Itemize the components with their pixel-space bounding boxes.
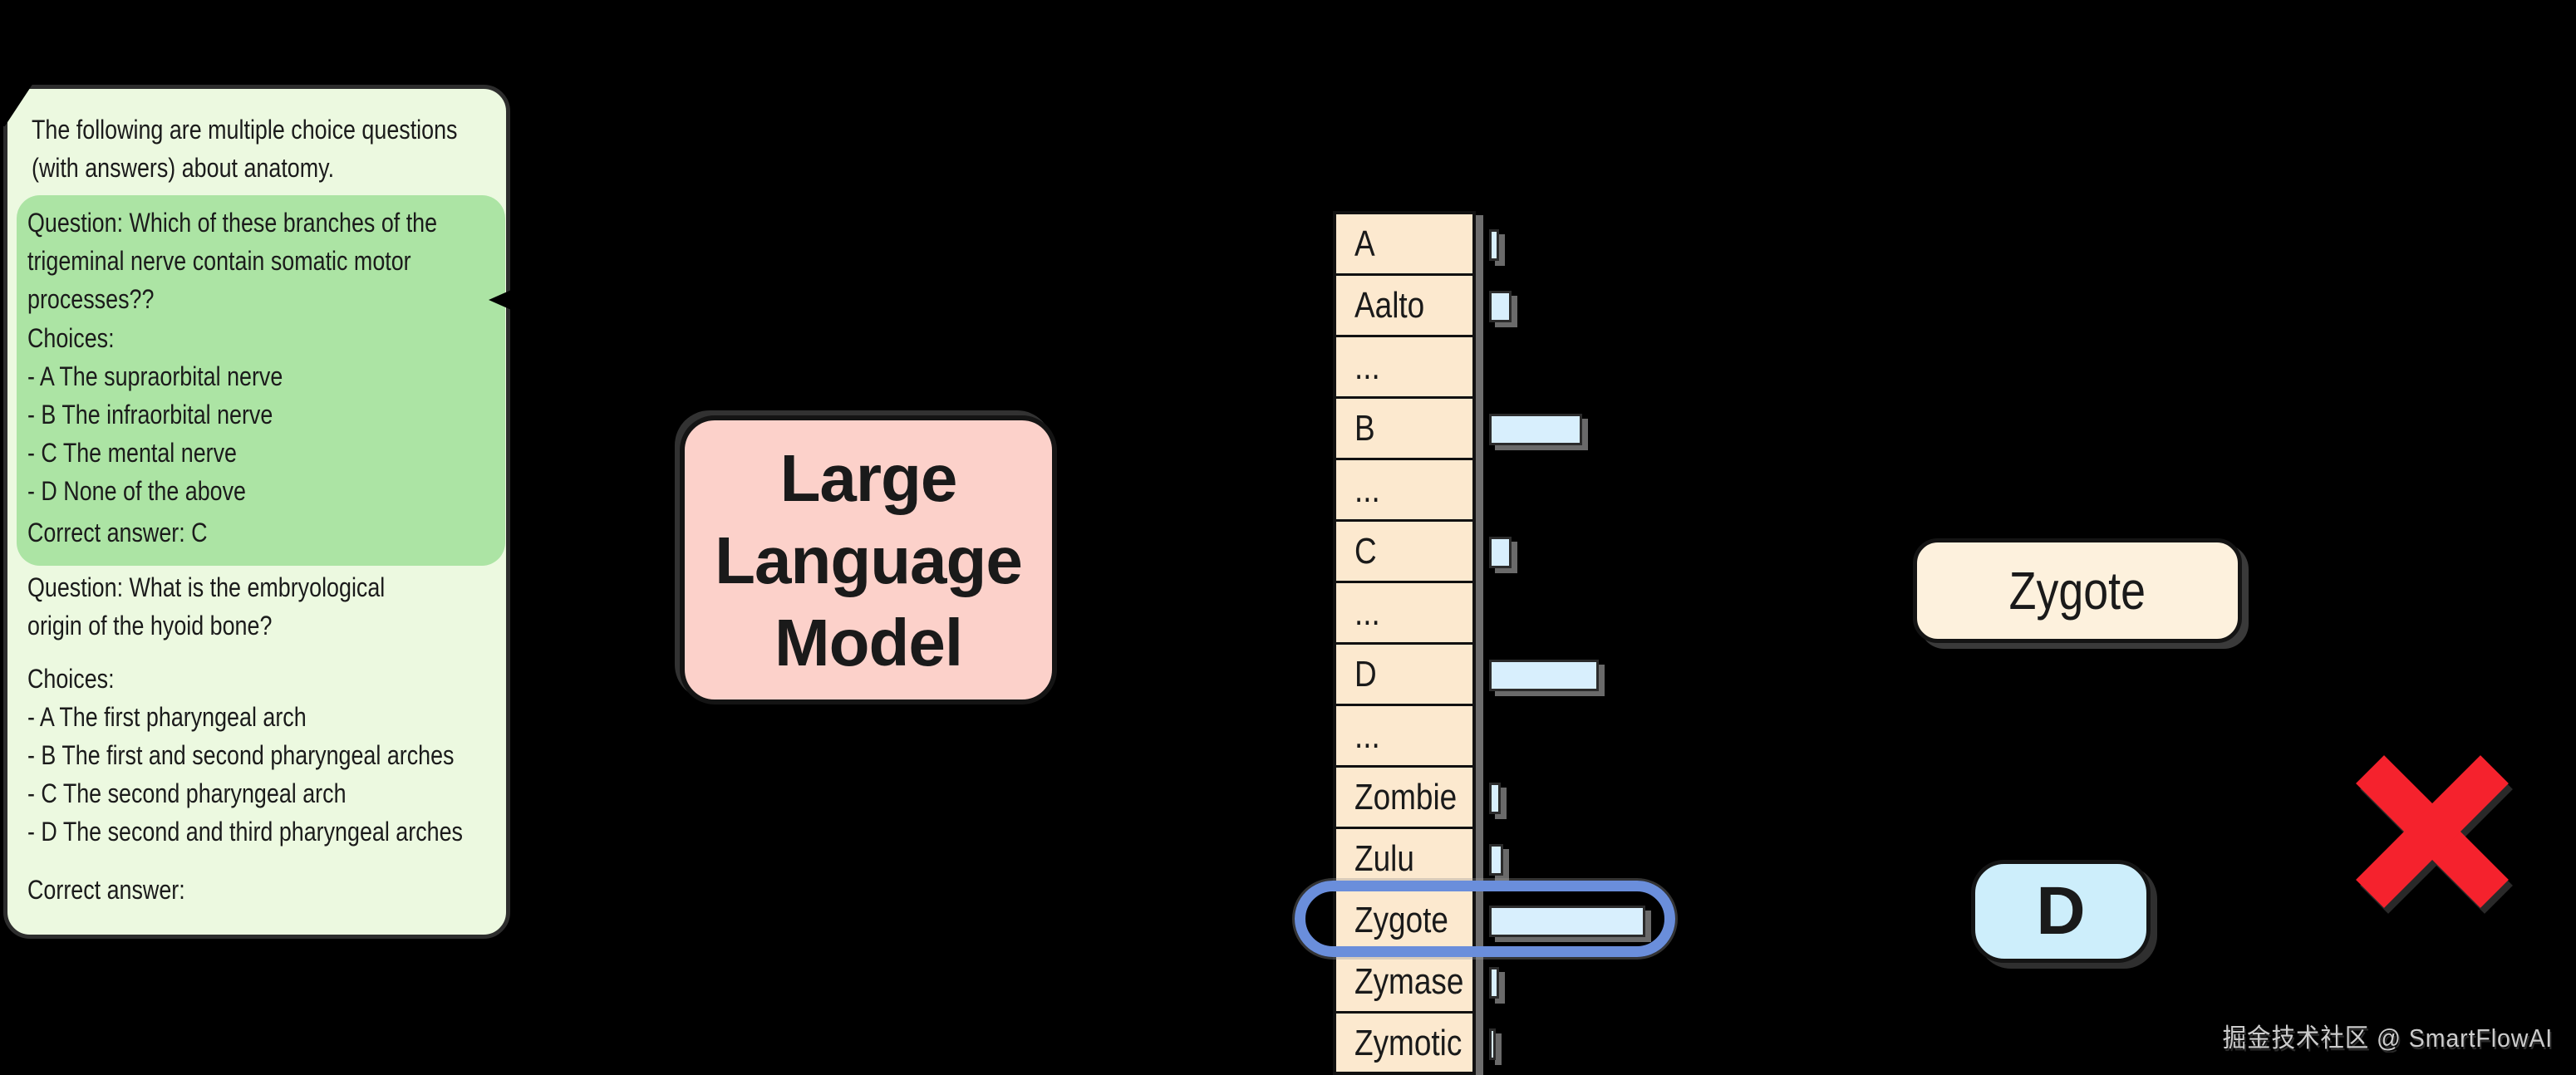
- argmax-row-highlight-ring: [1295, 881, 1675, 957]
- expected-answer-label: D: [2036, 873, 2086, 949]
- probability-bar: [1489, 414, 1582, 445]
- probability-bar: [1489, 783, 1501, 814]
- token-row: ...: [1336, 460, 1472, 522]
- token-label: A: [1354, 223, 1375, 264]
- llm-label-line: Language: [715, 523, 1023, 597]
- token-label: B: [1354, 408, 1375, 449]
- greedy-output-box: Zygote: [1913, 538, 2242, 643]
- choice-item: - A The first pharyngeal arch: [27, 702, 307, 732]
- choice-item: - D None of the above: [27, 476, 246, 506]
- token-row: ...: [1336, 583, 1472, 645]
- probability-bar: [1489, 537, 1512, 568]
- answer-line: Correct answer:: [27, 875, 185, 905]
- intro-line: (with answers) about anatomy.: [32, 153, 335, 183]
- example-choices: Choices: - A The supraorbital nerve - B …: [27, 319, 332, 510]
- prompt-intro: The following are multiple choice questi…: [32, 110, 538, 187]
- choices-label: Choices:: [27, 664, 115, 694]
- choices-label: Choices:: [27, 323, 115, 353]
- token-label: D: [1354, 654, 1377, 695]
- token-label: ...: [1354, 592, 1380, 633]
- token-row: D: [1336, 645, 1472, 706]
- probability-bar: [1489, 844, 1503, 876]
- choice-item: - A The supraorbital nerve: [27, 361, 283, 391]
- intro-line: The following are multiple choice questi…: [32, 115, 458, 145]
- target-answer: Correct answer:: [27, 871, 215, 909]
- token-label: Zymase: [1354, 961, 1464, 1002]
- question-line: Question: What is the embryological: [27, 572, 386, 602]
- token-row: A: [1336, 214, 1472, 276]
- token-label: ...: [1354, 469, 1380, 510]
- token-row: Zombie: [1336, 768, 1472, 829]
- token-label: Aalto: [1354, 285, 1425, 326]
- question-line: origin of the hyoid bone?: [27, 611, 273, 641]
- probability-bar: [1489, 906, 1645, 937]
- wrong-x-icon: [2356, 755, 2509, 908]
- token-row: C: [1336, 522, 1472, 583]
- probability-bar: [1489, 967, 1499, 999]
- choice-item: - C The second pharyngeal arch: [27, 778, 347, 808]
- example-question-text: Question: Which of these branches of the…: [27, 204, 515, 318]
- choice-item: - D The second and third pharyngeal arch…: [27, 817, 463, 847]
- token-label: ...: [1354, 715, 1380, 756]
- token-row: Aalto: [1336, 276, 1472, 337]
- token-label: C: [1354, 531, 1377, 572]
- token-label: ...: [1354, 346, 1380, 387]
- probability-bar: [1489, 291, 1512, 322]
- watermark: 掘金技术社区 @ SmartFlowAI: [2222, 1023, 2553, 1053]
- token-row: ...: [1336, 337, 1472, 399]
- token-label: Zulu: [1354, 838, 1414, 879]
- token-row: Zymase: [1336, 952, 1472, 1014]
- greedy-output-label: Zygote: [2008, 561, 2146, 621]
- llm-box: Large Language Model: [680, 415, 1057, 704]
- question-line: Question: Which of these branches of the: [27, 208, 438, 238]
- choice-item: - B The first and second pharyngeal arch…: [27, 740, 455, 770]
- target-choices: Choices: - A The first pharyngeal arch -…: [27, 660, 546, 851]
- example-answer: Correct answer: C: [27, 513, 242, 552]
- token-row: ...: [1336, 706, 1472, 768]
- question-line: processes??: [27, 284, 155, 314]
- token-label: Zygote: [1354, 900, 1448, 940]
- bubble-tail-arrow: [489, 287, 517, 312]
- target-question-text: Question: What is the embryological orig…: [27, 568, 453, 645]
- choice-item: - B The infraorbital nerve: [27, 400, 273, 430]
- choice-item: - C The mental nerve: [27, 438, 237, 468]
- probability-bar: [1489, 1028, 1496, 1060]
- answer-line: Correct answer: C: [27, 518, 208, 547]
- question-line: trigeminal nerve contain somatic motor: [27, 246, 411, 276]
- token-row: Zymotic: [1336, 1014, 1472, 1075]
- probability-bar: [1489, 660, 1599, 691]
- llm-label-line: Model: [774, 605, 963, 680]
- probability-bar: [1489, 229, 1499, 261]
- expected-answer-box: D: [1971, 860, 2151, 963]
- example-question-bubble: [17, 195, 505, 566]
- token-label: Zombie: [1354, 777, 1458, 817]
- token-row: B: [1336, 399, 1472, 460]
- llm-label-line: Large: [779, 440, 958, 515]
- token-label: Zymotic: [1354, 1023, 1463, 1063]
